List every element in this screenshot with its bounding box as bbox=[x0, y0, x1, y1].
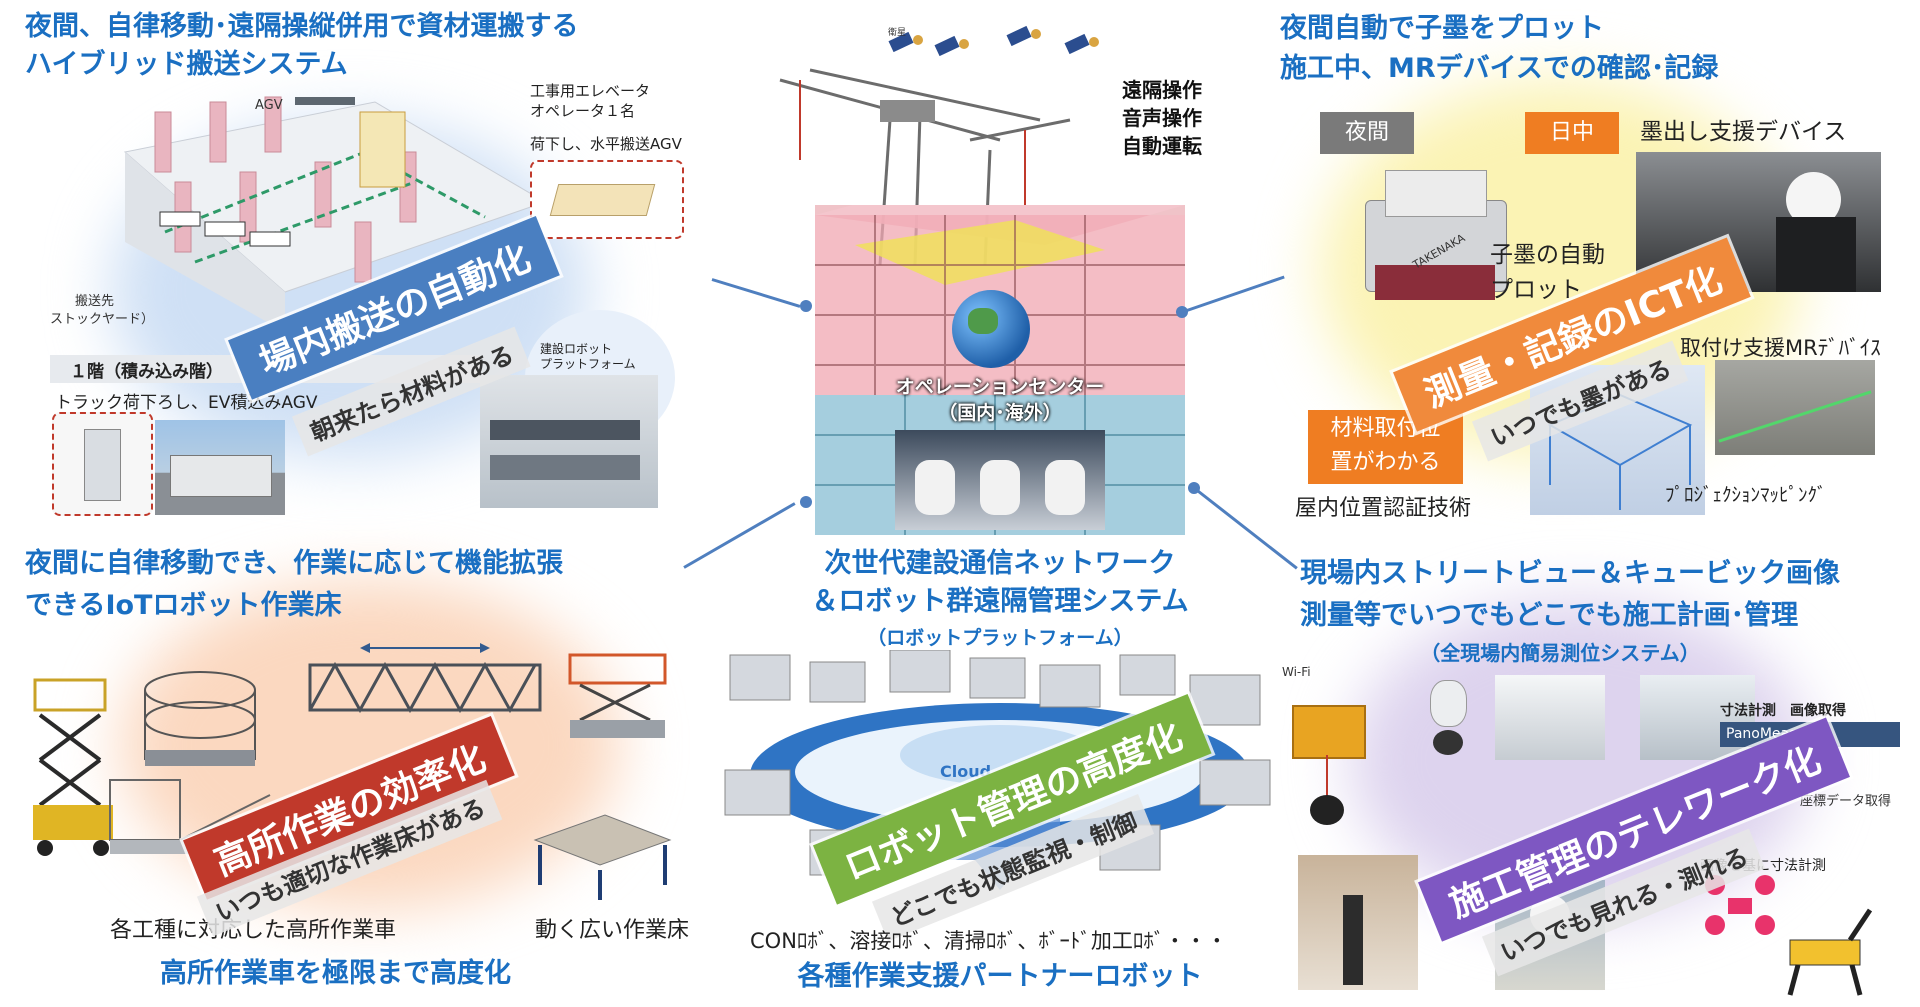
satellites-graphic bbox=[880, 16, 1130, 66]
heading-top-left-line2: ハイブリッド搬送システム bbox=[25, 49, 348, 80]
scissor-cart-image bbox=[560, 650, 675, 750]
connector-top-left bbox=[711, 278, 801, 308]
ops-remote: 遠隔操作 bbox=[1122, 78, 1202, 102]
panorama-photo-1 bbox=[1495, 675, 1605, 760]
heading-bottom-left-line2: できるIoTロボット作業床 bbox=[25, 590, 342, 621]
label-indoor-positioning: 屋内位置認証技術 bbox=[1295, 496, 1472, 521]
label-plot-line2: プロット bbox=[1490, 277, 1582, 303]
footer-partner-robots: 各種作業支援パートナーロボット bbox=[797, 961, 1203, 992]
heading-bottom-left-line1: 夜間に自律移動でき、作業に応じて機能拡張 bbox=[25, 548, 564, 579]
label-platform-line1: 建設ロボット bbox=[540, 342, 613, 356]
site-streetview-photo bbox=[1298, 855, 1418, 990]
tower-crane-graphic bbox=[770, 60, 1110, 270]
heading-bottom-right-line2: 測量等でいつでもどこでも施工計画･管理 bbox=[1300, 600, 1799, 631]
connector-top-right bbox=[1183, 275, 1285, 313]
tag-night: 夜間 bbox=[1320, 112, 1414, 154]
heading-bottom-right-line1: 現場内ストリートビュー＆キュービック画像 bbox=[1300, 558, 1840, 589]
bridge-work-floor bbox=[305, 640, 545, 730]
tag-material-line2: 置がわかる bbox=[1330, 450, 1441, 475]
caption-moving-floor: 動く広い作業床 bbox=[535, 918, 690, 943]
ops-voice: 音声操作 bbox=[1122, 106, 1202, 130]
label-marking-device: 墨出し支援デバイス bbox=[1640, 119, 1847, 145]
label-ops-center-line2: （国内･海外） bbox=[938, 402, 1062, 424]
label-truck-unload: トラック荷下ろし、EV積込みAGV bbox=[55, 393, 318, 413]
robot-platform-diagram bbox=[720, 649, 1280, 895]
heading-top-right-line2: 施工中、MRデバイスでの確認･記録 bbox=[1280, 53, 1719, 84]
globe-icon bbox=[952, 290, 1030, 368]
camera-360-image bbox=[1400, 670, 1510, 790]
label-stock-line1: 搬送先 bbox=[75, 294, 115, 309]
ops-auto: 自動運転 bbox=[1122, 134, 1202, 158]
heading-network-line2: ＆ロボット群遠隔管理システム bbox=[811, 586, 1189, 617]
label-measure: 寸法計測 bbox=[1720, 703, 1776, 719]
heading-network-sub: （ロボットプラットフォーム） bbox=[867, 627, 1133, 649]
label-mr-device: 取付け支援MRﾃﾞﾊﾞｲｽ bbox=[1680, 336, 1881, 360]
connector-dot-bottom-left bbox=[800, 496, 812, 508]
moving-floor-image bbox=[525, 805, 675, 905]
label-ops-center-line1: オペレーションセンター bbox=[895, 376, 1105, 398]
robot-dog-image bbox=[1770, 900, 1890, 1000]
ops-modes: 遠隔操作 音声操作 自動運転 bbox=[1122, 76, 1202, 160]
label-stock-line2: ストックヤード） bbox=[50, 312, 155, 327]
positioning-device-image: Wi-Fi bbox=[1282, 665, 1392, 830]
label-image-get: 画像取得 bbox=[1790, 703, 1846, 719]
heading-network-line1: 次世代建設通信ネットワーク bbox=[824, 548, 1176, 579]
label-unload-agv: 荷下し、水平搬送AGV bbox=[530, 135, 682, 153]
label-wifi: Wi-Fi bbox=[1282, 665, 1311, 679]
label-coord-data: 座標データ取得 bbox=[1800, 794, 1892, 809]
heading-top-left-line1: 夜間、自律移動･遠隔操縦併用で資材運搬する bbox=[25, 11, 579, 42]
connector-dot-top-right bbox=[1176, 306, 1188, 318]
label-cloud: Cloud bbox=[940, 762, 992, 781]
label-projection-mapping: ﾌﾟﾛｼﾞｪｸｼｮﾝﾏｯﾋﾟﾝｸﾞ bbox=[1665, 484, 1827, 506]
scissor-lift-image bbox=[25, 660, 125, 860]
footer-aerial-vehicle: 高所作業車を極限まで高度化 bbox=[160, 958, 511, 989]
label-platform-line2: プラットフォーム bbox=[540, 357, 636, 371]
truck-photo bbox=[155, 420, 285, 515]
projection-floor-photo bbox=[1715, 360, 1875, 455]
tag-material-position: 材料取付位 置がわかる bbox=[1308, 410, 1463, 484]
spiral-scaffold-diagram bbox=[125, 650, 300, 780]
forklift-agv-image bbox=[52, 412, 153, 516]
transport-floor-diagram bbox=[115, 92, 555, 342]
control-room-photo bbox=[480, 375, 658, 508]
label-elevator-line1: 工事用エレベータ bbox=[530, 82, 651, 100]
label-first-floor: １階（積み込み階） bbox=[70, 362, 223, 382]
robots-list: CONﾛﾎﾞ、溶接ﾛﾎﾞ、清掃ﾛﾎﾞ、ﾎﾞｰﾄﾞ加工ﾛﾎﾞ・・・ bbox=[750, 929, 1228, 953]
operation-center-photo bbox=[895, 430, 1105, 530]
connector-dot-bottom-right bbox=[1188, 482, 1200, 494]
unload-agv-callout bbox=[530, 160, 684, 239]
connector-dot-top-left bbox=[800, 300, 812, 312]
label-satellite: 衛星 bbox=[888, 28, 907, 38]
heading-bottom-right-sub: （全現場内簡易測位システム） bbox=[1420, 641, 1700, 665]
label-agv: AGV bbox=[255, 98, 283, 113]
tag-day: 日中 bbox=[1525, 112, 1619, 154]
caption-aerial-vehicle: 各工種に対応した高所作業車 bbox=[110, 918, 397, 943]
label-elevator-line2: オペレータ１名 bbox=[530, 102, 636, 120]
agv-vehicle-image bbox=[549, 184, 656, 216]
marking-robot-image: TAKENAKA bbox=[1355, 155, 1510, 305]
label-plot-line1: 子墨の自動 bbox=[1490, 242, 1605, 268]
heading-top-right-line1: 夜間自動で子墨をプロット bbox=[1280, 13, 1604, 44]
